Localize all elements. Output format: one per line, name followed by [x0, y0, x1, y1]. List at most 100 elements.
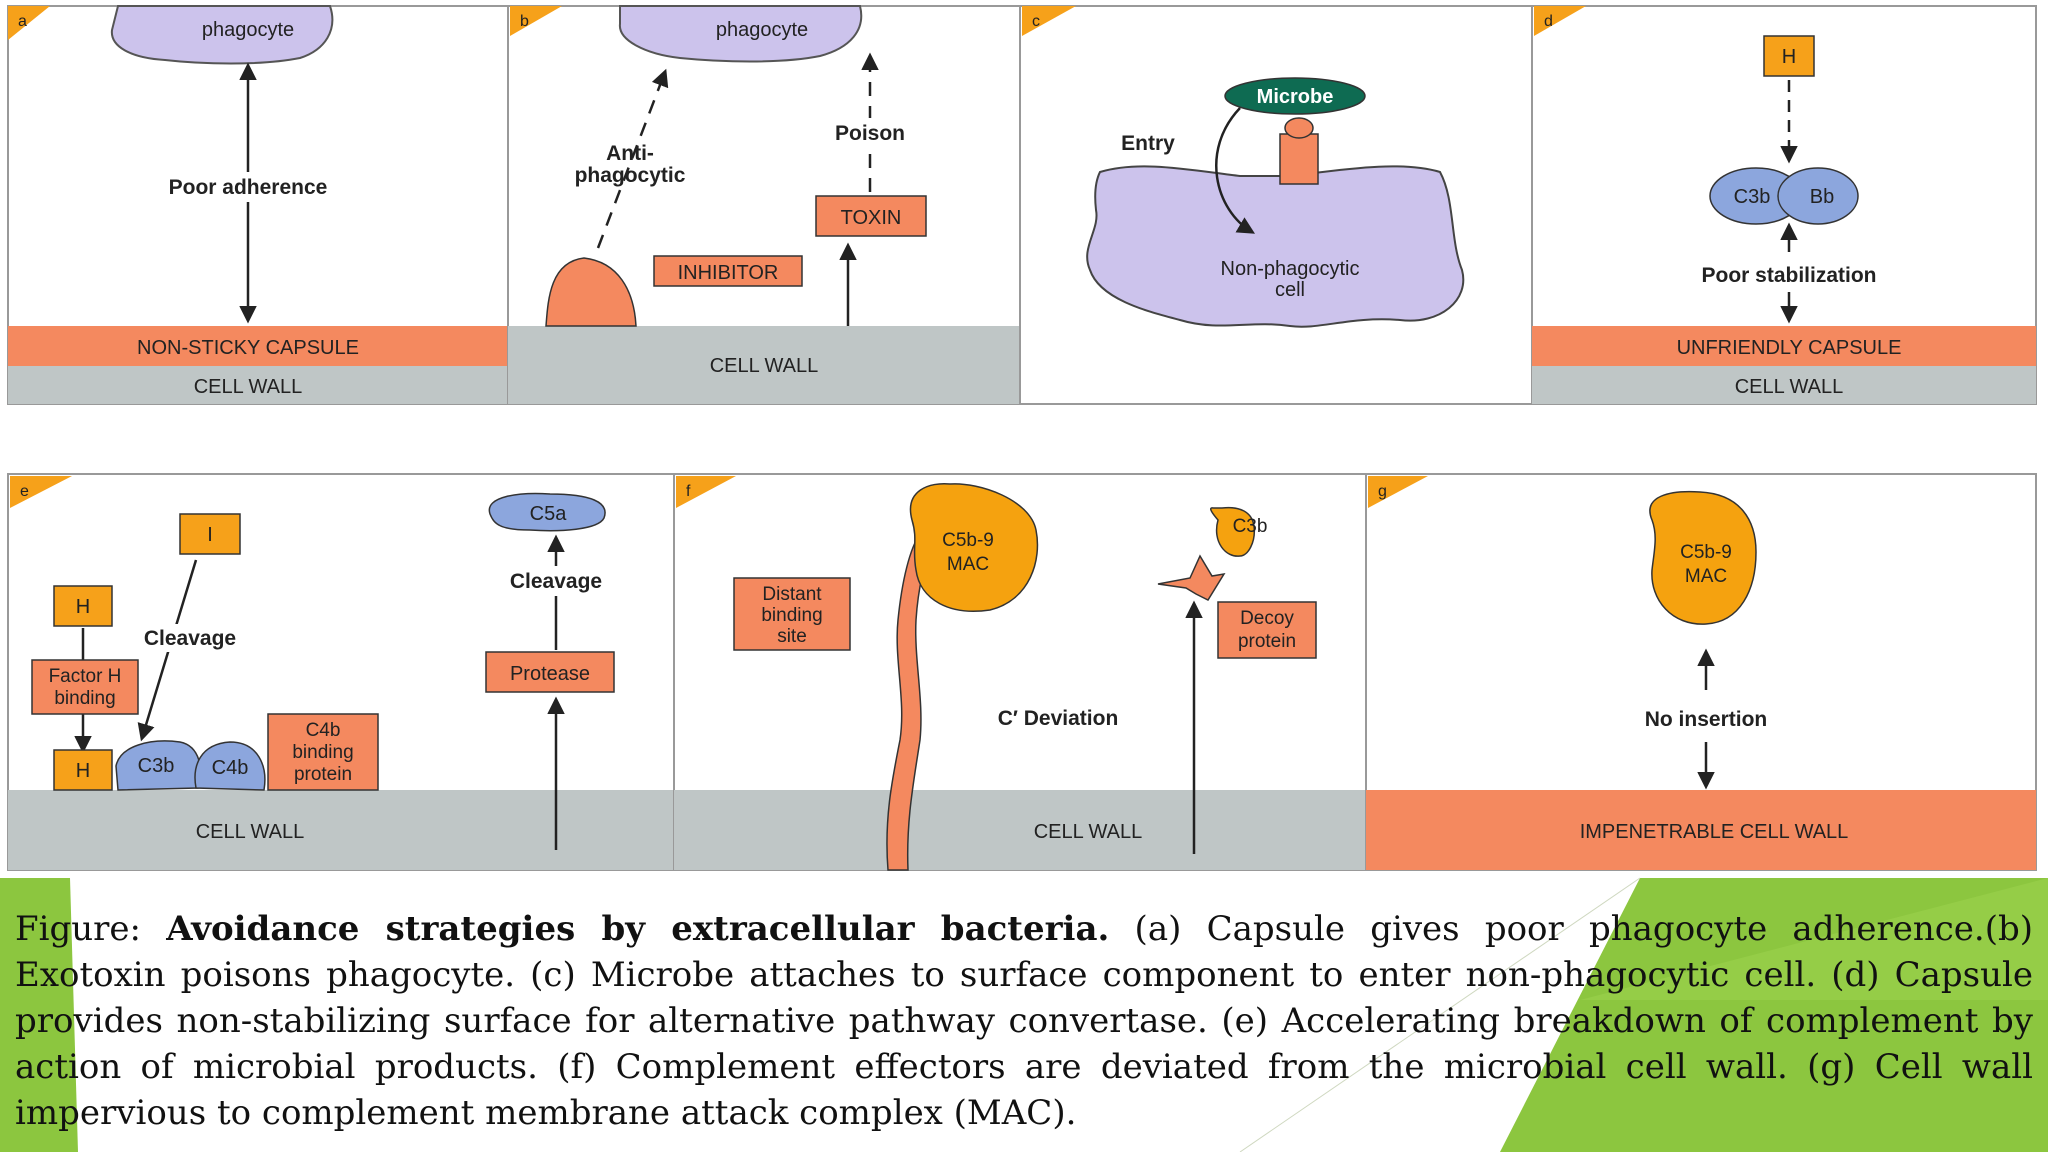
non-phagocytic-label-line2: cell [1275, 279, 1305, 301]
protease-box [485, 651, 615, 693]
cell-wall-band [1532, 366, 2036, 404]
deviation-label: C′ Deviation [998, 707, 1119, 730]
cell-wall-label: CELL WALL [1034, 821, 1143, 843]
mac-label-line1: C5b-9 [942, 530, 994, 551]
cell-wall-band [674, 790, 1366, 870]
non-phagocytic-label-line1: Non-phagocytic [1221, 258, 1360, 280]
phagocyte-label: phagocyte [202, 19, 294, 41]
panel-d: d H C3b Bb Poor stabilization UNFRIENDLY… [1531, 5, 2037, 405]
mac-shape [909, 482, 1039, 612]
decoy-protein-box [1217, 601, 1317, 659]
h-label: H [1782, 46, 1796, 68]
c3b-shape [1210, 506, 1256, 557]
panel-letter-tag [10, 476, 72, 508]
mac-shape [1649, 490, 1757, 625]
decoy-label-line1: Decoy [1240, 608, 1294, 629]
mac-label-line2: MAC [1685, 566, 1727, 587]
panel-f: f C5b-9 MAC Distant binding site C3b Dec… [673, 473, 1367, 871]
h-box [1763, 35, 1815, 77]
figure-caption: Figure: Avoidance strategies by extracel… [15, 906, 2033, 1136]
cell-wall-band [8, 366, 508, 404]
panel-b: b phagocyte Anti- phagocytic INHIBITOR T… [507, 5, 1021, 405]
c5a-shape [488, 492, 606, 532]
panel-e: e I Cleavage H Factor H binding H C3b C4… [7, 473, 675, 871]
capsule-band [1532, 326, 2036, 366]
anti-label-line2: phagocytic [575, 164, 686, 187]
decoy-protein-shape [1157, 554, 1226, 601]
c4b-binding-label-line2: binding [292, 742, 353, 763]
c3b-label: C3b [1734, 186, 1771, 208]
panel-letter-tag [1534, 6, 1586, 36]
panel-letter: f [686, 483, 691, 500]
microbe-shape [1224, 77, 1366, 115]
slide-decoration [0, 877, 2048, 1152]
impenetrable-wall-band [1366, 790, 2036, 870]
h-box-bottom [53, 749, 113, 791]
cleavage-label-right: Cleavage [510, 570, 602, 593]
c3b-label: C3b [138, 755, 175, 777]
h-label-top: H [76, 596, 90, 618]
no-insertion-label: No insertion [1645, 708, 1768, 731]
caption-body: (a) Capsule gives poor phagocyte adheren… [15, 909, 2034, 1133]
panel-letter: b [520, 13, 529, 30]
caption-title: Avoidance strategies by extracellular ba… [166, 909, 1110, 949]
impenetrable-wall-label: IMPENETRABLE CELL WALL [1580, 821, 1849, 843]
mac-label-line1: C5b-9 [1680, 542, 1732, 563]
c4b-binding-box [267, 713, 379, 791]
receptor-stalk [1279, 133, 1319, 185]
i-box [179, 513, 241, 555]
capsule-label: NON-STICKY CAPSULE [137, 337, 359, 359]
cell-wall-label: CELL WALL [710, 355, 819, 377]
h-box-top [53, 585, 113, 627]
c5a-label: C5a [530, 503, 568, 525]
poor-adherence-label: Poor adherence [169, 176, 328, 199]
phagocyte-shape [110, 5, 334, 65]
poison-label: Poison [835, 122, 905, 145]
inhibitor-bump [545, 257, 637, 327]
panel-letter-tag [8, 6, 50, 40]
anti-phagocytic-arrow [596, 68, 669, 249]
panel-c: c Microbe Entry Non-phagocytic cell [1019, 5, 1533, 405]
decoy-label-line2: protein [1238, 631, 1296, 652]
panel-letter: c [1032, 13, 1040, 30]
c4b-label: C4b [212, 757, 249, 779]
cell-wall-band [508, 326, 1020, 404]
phagocyte-shape [618, 5, 863, 63]
panel-a: a phagocyte Poor adherence NON-STICKY CA… [7, 5, 509, 405]
protease-label: Protease [510, 663, 590, 685]
c3b-label: C3b [1233, 516, 1268, 537]
panel-letter: g [1378, 483, 1387, 500]
caption-prefix: Figure: [15, 909, 167, 949]
distant-binding-label-line3: site [777, 626, 807, 647]
distant-binding-label-line1: Distant [762, 584, 822, 605]
panel-g: g C5b-9 MAC No insertion IMPENETRABLE CE… [1365, 473, 2037, 871]
distant-binding-label-line2: binding [761, 605, 822, 626]
mac-label-line2: MAC [947, 554, 989, 575]
cell-wall-label: CELL WALL [1735, 376, 1844, 398]
capsule-band [8, 326, 508, 366]
cell-wall-band [8, 790, 674, 870]
poor-stabilization-label: Poor stabilization [1701, 264, 1876, 287]
toxin-label: TOXIN [841, 207, 902, 229]
capsule-label: UNFRIENDLY CAPSULE [1677, 337, 1902, 359]
c4b-binding-label-line3: protein [294, 764, 352, 785]
c4b-binding-label-line1: C4b [306, 720, 341, 741]
panel-letter-tag [1022, 6, 1076, 36]
receptor-head [1284, 117, 1314, 139]
entry-label: Entry [1121, 132, 1175, 155]
inhibitor-label: INHIBITOR [678, 262, 779, 284]
anti-label-line1: Anti- [606, 142, 654, 165]
microbe-label: Microbe [1257, 86, 1334, 108]
inhibitor-box [653, 255, 803, 287]
panel-letter: d [1544, 13, 1553, 30]
i-label: I [207, 524, 213, 546]
toxin-box [815, 195, 927, 237]
entry-arrow [1215, 107, 1256, 234]
factor-h-box [31, 659, 139, 715]
cleavage-label-left: Cleavage [144, 627, 236, 650]
panel-letter-tag [1368, 476, 1428, 508]
c4b-shape [194, 741, 266, 791]
panel-letter: a [18, 13, 27, 30]
phagocyte-label: phagocyte [716, 19, 808, 41]
